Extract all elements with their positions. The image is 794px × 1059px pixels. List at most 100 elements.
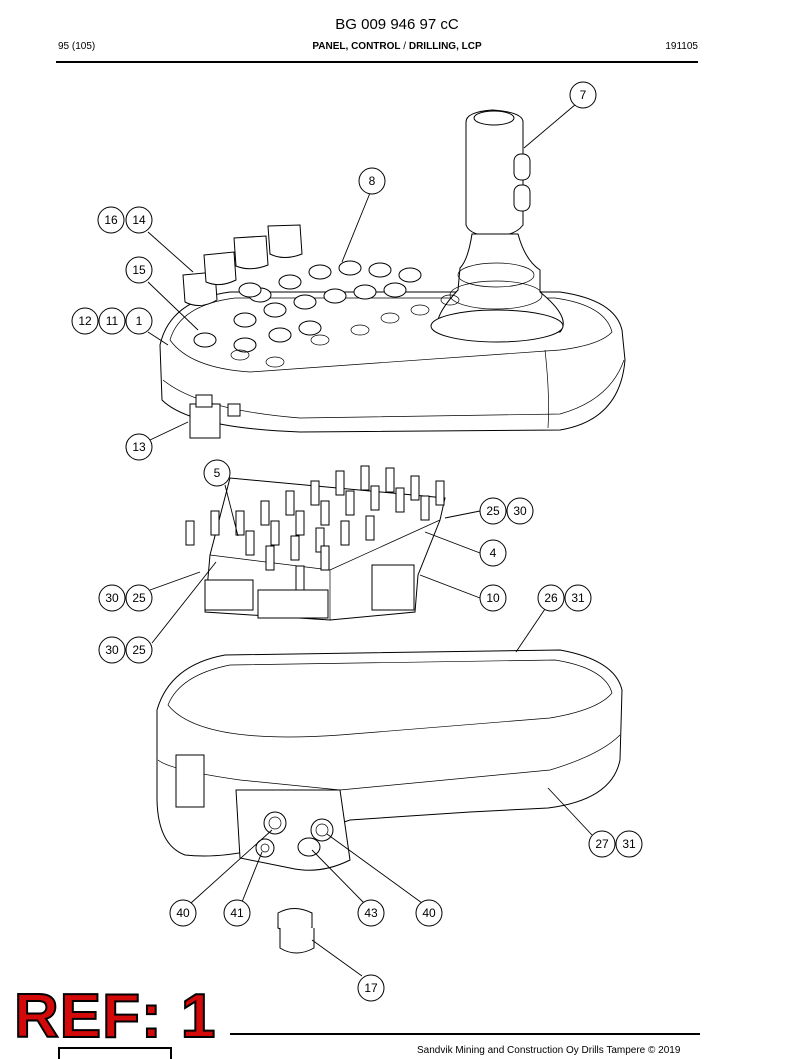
callout-label: 1	[136, 314, 143, 328]
board-pin	[335, 470, 345, 496]
callout-balloon-16: 16	[97, 206, 125, 234]
callout-label: 10	[486, 591, 500, 605]
panel-button	[293, 294, 317, 310]
board-pin	[385, 467, 395, 493]
callout-balloon-26: 26	[537, 584, 565, 612]
sheet-title-separator: /	[400, 41, 409, 52]
panel-hole	[230, 349, 250, 361]
callout-balloon-27: 27	[588, 830, 616, 858]
callout-balloon-25: 25	[125, 636, 153, 664]
board-pins	[185, 465, 445, 591]
board-pin	[420, 495, 430, 521]
callout-balloon-13: 13	[125, 433, 153, 461]
callout-balloon-25: 25	[125, 584, 153, 612]
panel-button	[308, 264, 332, 280]
panel-button	[398, 267, 422, 283]
panel-button	[233, 337, 257, 353]
board-pin	[360, 465, 370, 491]
panel-button	[323, 288, 347, 304]
callout-balloon-4: 4	[479, 539, 507, 567]
board-pin	[270, 520, 280, 546]
date-code: 191105	[665, 41, 698, 52]
callout-label: 31	[622, 837, 636, 851]
board-pin	[295, 510, 305, 536]
board-pin	[315, 527, 325, 553]
board-pin	[245, 530, 255, 556]
callout-balloon-30: 30	[98, 636, 126, 664]
board-pin	[395, 487, 405, 513]
board-pin	[185, 520, 195, 546]
callout-balloon-40: 40	[169, 899, 197, 927]
callout-label: 25	[132, 591, 146, 605]
callout-label: 40	[176, 906, 190, 920]
callout-label: 26	[544, 591, 558, 605]
callout-label: 14	[132, 213, 146, 227]
callout-label: 27	[595, 837, 609, 851]
copyright: Sandvik Mining and Construction Oy Drill…	[417, 1045, 681, 1056]
callout-label: 11	[106, 314, 119, 328]
panel-button	[298, 320, 322, 336]
document-number: BG 009 946 97 cC	[335, 16, 459, 33]
panel-button	[278, 274, 302, 290]
board-pin	[210, 510, 220, 536]
callout-balloon-40: 40	[415, 899, 443, 927]
callout-balloon-7: 7	[569, 81, 597, 109]
callout-label: 13	[132, 440, 146, 454]
board-pin	[410, 475, 420, 501]
callout-balloon-12: 12	[71, 307, 99, 335]
footer-rule	[230, 1033, 700, 1035]
callout-balloon-43: 43	[357, 899, 385, 927]
board-pin	[310, 480, 320, 506]
callout-balloon-1: 1	[125, 307, 153, 335]
knobs	[182, 224, 303, 306]
panel-hole	[350, 324, 370, 336]
leader-lines	[147, 103, 593, 977]
callout-balloon-10: 10	[479, 584, 507, 612]
cable-gland-17	[277, 908, 315, 954]
board-pin	[340, 520, 350, 546]
brand-logo-box	[58, 1047, 172, 1059]
callout-balloon-8: 8	[358, 167, 386, 195]
callout-label: 4	[490, 546, 497, 560]
sheet-title-sub: DRILLING, LCP	[408, 41, 482, 52]
panel-button	[268, 327, 292, 343]
panel-hole	[410, 304, 430, 316]
housing-base	[156, 649, 623, 871]
callout-balloon-31: 31	[615, 830, 643, 858]
panel-button	[193, 332, 217, 348]
callout-label: 25	[132, 643, 146, 657]
header-rule	[56, 61, 698, 63]
board-pin	[260, 500, 270, 526]
ref-stamp: REF: 1	[13, 982, 217, 1051]
sheet-title: PANEL, CONTROL / DRILLING, LCP	[0, 41, 794, 52]
callout-label: 43	[364, 906, 378, 920]
connectors-bottom	[255, 811, 334, 858]
callout-label: 30	[105, 643, 119, 657]
panel-hole	[310, 334, 330, 346]
callout-balloon-30: 30	[98, 584, 126, 612]
panel-button	[238, 282, 262, 298]
callout-label: 12	[78, 314, 92, 328]
callout-label: 17	[364, 981, 378, 995]
panel-hole	[265, 356, 285, 368]
callout-label: 7	[580, 88, 587, 102]
callout-label: 30	[513, 504, 527, 518]
board-pin	[320, 545, 330, 571]
board-pin	[265, 545, 275, 571]
board-pin	[295, 565, 305, 591]
callout-balloon-30: 30	[506, 497, 534, 525]
board-pin	[370, 485, 380, 511]
callout-label: 8	[369, 174, 376, 188]
callout-balloon-11: 11	[98, 307, 126, 335]
callout-label: 40	[422, 906, 436, 920]
sheet-title-main: PANEL, CONTROL	[312, 41, 401, 52]
panel-button	[383, 282, 407, 298]
callout-label: 16	[104, 213, 118, 227]
panel-button	[338, 260, 362, 276]
callout-balloon-5: 5	[203, 459, 231, 487]
panel-hole	[440, 294, 460, 306]
callout-label: 30	[105, 591, 119, 605]
board-pin	[320, 500, 330, 526]
